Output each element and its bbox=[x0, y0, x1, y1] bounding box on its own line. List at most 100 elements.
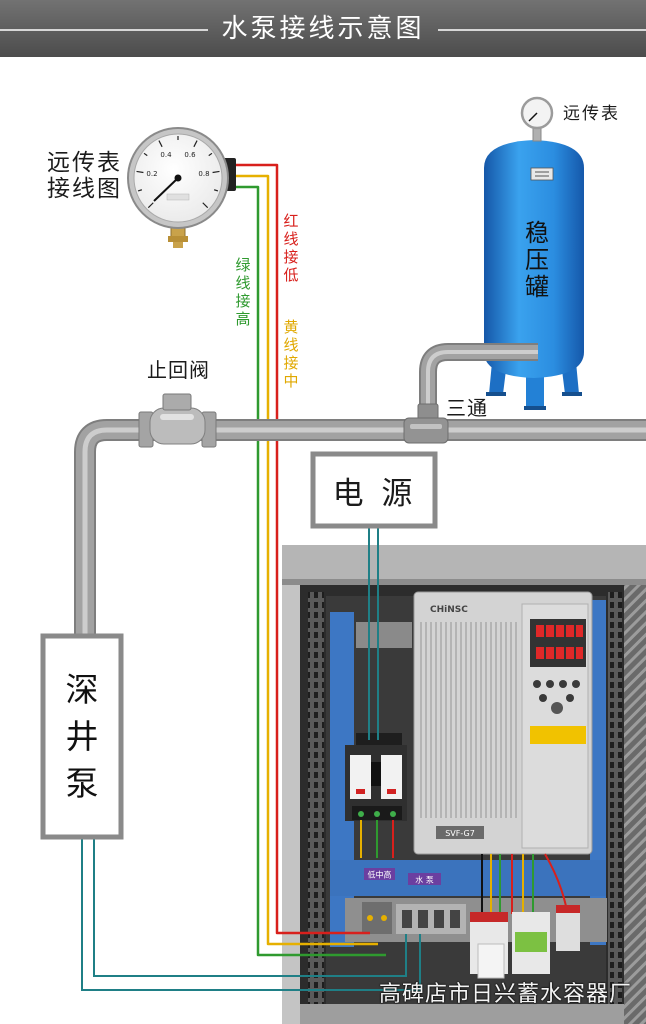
gauge-tick bbox=[213, 189, 219, 192]
riser-pipe-highlight bbox=[426, 350, 538, 424]
tee-body bbox=[403, 417, 449, 444]
display-digit bbox=[556, 625, 564, 637]
breaker-pole-left bbox=[350, 755, 371, 799]
gauge-stem-nut bbox=[168, 236, 188, 242]
breaker-pole-right bbox=[381, 755, 402, 799]
tank-body bbox=[484, 140, 584, 378]
valve-body bbox=[149, 407, 206, 445]
terminal-slot bbox=[450, 910, 460, 928]
remote-pressure-gauge: 0.2 0.4 0.6 0.8 bbox=[127, 127, 236, 248]
riser-pipe bbox=[419, 343, 538, 424]
cabinet-bottom-plate bbox=[300, 1004, 624, 1024]
blue-upright-right bbox=[590, 600, 606, 945]
tee-label: 三通 bbox=[446, 396, 488, 420]
gauge-caption-line-1: 远传表 bbox=[47, 150, 122, 176]
breaker-terminal-cap bbox=[374, 811, 380, 817]
keypad-key bbox=[566, 694, 574, 702]
gauge-caption-line-2: 接线图 bbox=[47, 176, 122, 202]
breaker-indicator-left bbox=[356, 789, 365, 794]
gauge-scale-label: 0.4 bbox=[160, 151, 172, 159]
terminal-slot bbox=[434, 910, 444, 928]
gauge-scale bbox=[136, 136, 220, 209]
inverter: SVF-G7 CHiNSC bbox=[413, 591, 593, 855]
keypad-key bbox=[533, 680, 541, 688]
gauge-needle bbox=[153, 177, 179, 202]
red-wire bbox=[236, 163, 370, 935]
signal-terminal-strip bbox=[362, 902, 392, 934]
display-digit bbox=[576, 647, 583, 659]
keypad-key bbox=[546, 680, 554, 688]
inverter-output-wires bbox=[481, 853, 567, 914]
tee-highlight bbox=[410, 424, 442, 429]
tank-leg-middle bbox=[526, 374, 544, 408]
wiring-duct bbox=[356, 622, 412, 648]
terminal-slot bbox=[402, 910, 412, 928]
tank-label: 稳压罐 bbox=[525, 219, 549, 301]
pressure-tank bbox=[484, 140, 584, 410]
tank-remote-gauge bbox=[520, 96, 554, 142]
check-valve bbox=[138, 393, 217, 448]
yellow-wire bbox=[236, 174, 378, 946]
breaker-handle bbox=[371, 762, 381, 786]
gauge-tick bbox=[147, 202, 154, 209]
page-title: 水泵接线示意图 bbox=[221, 14, 425, 44]
gauge-tick bbox=[143, 152, 148, 157]
tank-foot-left bbox=[486, 392, 506, 396]
breaker-indicator-right bbox=[387, 789, 396, 794]
power-wires bbox=[81, 528, 421, 991]
display-digit bbox=[536, 647, 544, 659]
tank-gauge-label: 远传表 bbox=[563, 104, 620, 124]
gauge-tick bbox=[202, 202, 209, 209]
display-digit bbox=[546, 647, 554, 659]
tag-level: 低中高 bbox=[368, 870, 392, 880]
gauge-scale-label: 0.8 bbox=[198, 170, 209, 178]
breaker-terminal-cap bbox=[390, 811, 396, 817]
inverter-model: SVF-G7 bbox=[445, 829, 475, 838]
inverter-model-plate bbox=[436, 826, 484, 839]
contactor-1-top bbox=[470, 912, 508, 922]
gauge-tick bbox=[137, 189, 143, 192]
tag-pump: 水 泵 bbox=[415, 875, 434, 885]
breaker-terminal-cap bbox=[358, 811, 364, 817]
contactor-group bbox=[470, 905, 580, 979]
terminal-slot bbox=[418, 910, 428, 928]
display-digit bbox=[546, 625, 554, 637]
pump-wire bbox=[93, 838, 407, 977]
inverter-brand: CHiNSC bbox=[430, 605, 468, 615]
pump-wire bbox=[81, 838, 421, 991]
cabinet-top bbox=[282, 545, 646, 581]
display-digit bbox=[576, 625, 583, 637]
display-digit bbox=[566, 625, 574, 637]
keypad-key bbox=[559, 680, 567, 688]
gauge-needle-cap bbox=[174, 174, 182, 182]
left-perforated-rail bbox=[308, 592, 324, 1012]
output-wire-red bbox=[544, 853, 567, 907]
gauge-face-plate bbox=[166, 193, 190, 201]
cabinet-door-edge bbox=[282, 585, 300, 1024]
pump-label: 深井泵 bbox=[65, 670, 99, 803]
keypad-key bbox=[539, 694, 547, 702]
main-pipe-highlight bbox=[82, 427, 646, 640]
display-digits-bottom bbox=[536, 647, 583, 659]
terminal-screw bbox=[381, 915, 387, 921]
check-valve-label: 止回阀 bbox=[147, 358, 210, 382]
gauge-scale-label: 0.2 bbox=[146, 170, 157, 178]
deep-well-pump-box bbox=[40, 633, 124, 840]
gauge-tick bbox=[158, 140, 163, 148]
display-digit bbox=[556, 647, 564, 659]
red-wire-label: 红线接低 bbox=[283, 212, 299, 284]
gauge-stem-thread bbox=[173, 242, 183, 248]
gauge-tick bbox=[136, 170, 144, 174]
cabinet-top-edge bbox=[282, 579, 646, 585]
green-wire-label: 绿线接高 bbox=[235, 256, 251, 328]
display-digit bbox=[566, 647, 574, 659]
display-digits-top bbox=[536, 625, 583, 637]
circuit-breaker bbox=[345, 733, 407, 821]
inverter-keypad bbox=[533, 680, 580, 714]
gauge-tick bbox=[212, 170, 220, 174]
tag-level-badge bbox=[364, 868, 395, 880]
gauge-tick bbox=[193, 140, 198, 148]
tank-gauge-needle bbox=[528, 112, 538, 122]
